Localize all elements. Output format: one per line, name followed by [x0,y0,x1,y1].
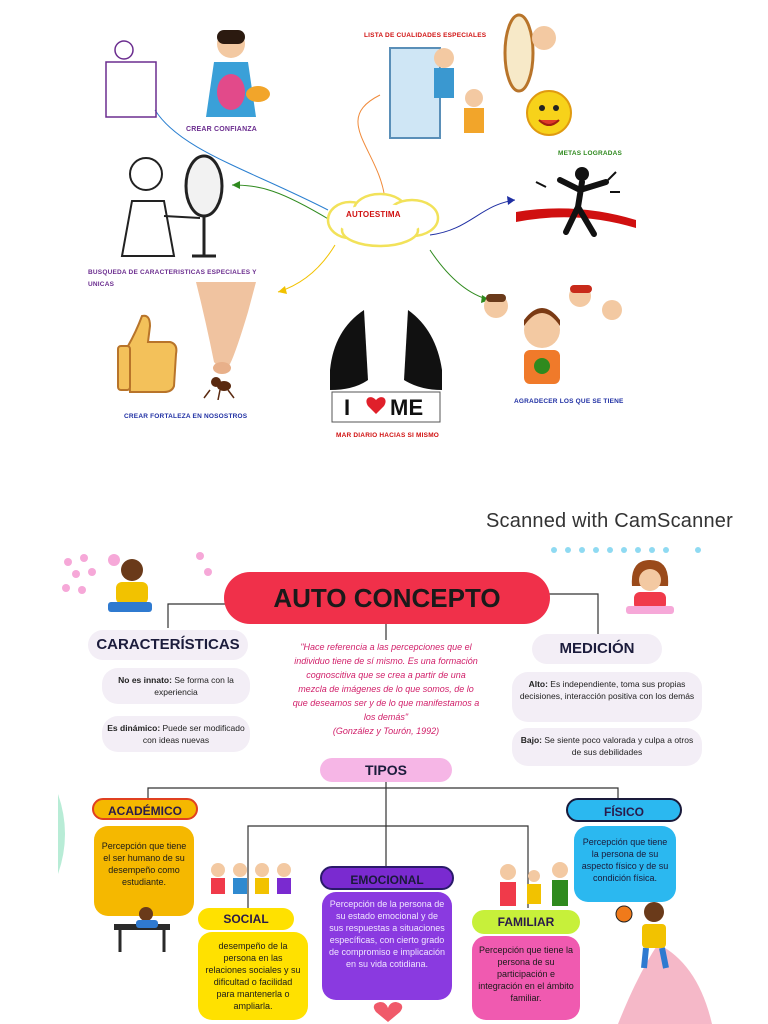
fisico-label: FÍSICO [566,798,682,822]
tipos-heading: TIPOS [320,758,452,782]
camscanner-watermark: Scanned with CamScanner [486,510,733,532]
caracteristicas-heading: CARACTERÍSTICAS [88,630,248,660]
heart-hands-icon [373,1002,403,1022]
thumbs-up-icon [117,314,178,393]
dinamico-term: Es dinámico: [107,723,161,733]
autoestima-cloud [326,192,440,248]
connector-crear-confianza [154,109,329,211]
man-mirror-icon [120,154,224,258]
man-mirror-illustration [112,146,232,264]
agradecer-label: AGRADECER LOS QUE SE TIENE [514,398,624,405]
mind-map-connectors [154,94,516,303]
grateful-children-illustration [480,280,640,392]
social-label: SOCIAL [198,908,294,930]
i-love-me-me: ME [390,395,424,420]
family-icon [500,862,568,906]
concept-map-connectors [147,593,619,908]
emocional-box: Percepción de la persona de su estado em… [322,892,452,1000]
i-love-me-i: I [344,395,351,420]
grateful-children-icon [484,285,622,384]
arrowhead-busqueda [232,181,240,189]
social-box: desempeño de la persona en las relacione… [198,932,308,1020]
medicion-bajo: Bajo: Se siente poco valorada y culpa a … [512,728,702,766]
children-mirror-illustration [384,8,584,146]
connector-lista-cualidades [357,94,386,201]
reading-boy-icon [108,554,152,612]
caracteristicas-item-dinamico: Es dinámico: Puede ser modificado con id… [102,716,250,752]
runner-finish-line-icon [516,167,636,237]
finger-ant-illustration [196,282,268,400]
quote-text: "Hace referencia a las percepciones que … [292,642,480,722]
caracteristicas-item-innato: No es innato: Se forma con la experienci… [102,668,250,704]
innato-description: Se forma con la experiencia [154,675,234,697]
reading-girl-illustration [622,556,678,618]
emocional-label: EMOCIONAL [320,866,454,890]
familiar-box: Percepción que tiene la persona de su pa… [472,936,580,1020]
fisico-box: Percepción que tiene la persona de su as… [574,826,676,902]
connector-metas [429,199,516,236]
autoestima-mind-map: AUTOESTIMA CREAR CONFIANZA LISTA [0,0,768,470]
innato-term: No es innato: [118,675,172,685]
medicion-heading: MEDICIÓN [532,634,662,664]
i-love-me-icon [325,270,445,430]
soccer-boy-icon [615,902,669,969]
runner-finish-line-illustration [516,162,636,252]
arrowhead-agradecer [481,295,490,303]
family-illustration [496,862,574,908]
autoconcepto-concept-map: AUTO CONCEPTO CARACTERÍSTICAS No es inna… [58,544,712,1024]
crear-fortaleza-label: CREAR FORTALEZA EN NOSOSTROS [124,413,248,420]
gardening-woman-icon [105,30,270,118]
student-desk-icon [114,907,170,952]
heart-hands-illustration [358,1000,418,1024]
finger-ant-icon [196,282,256,400]
social-children-icon [211,863,291,894]
reading-boy-illustration [102,552,158,618]
gardening-woman-illustration [96,22,286,122]
lista-cualidades-label: LISTA DE CUALIDADES ESPECIALES [364,32,487,39]
academico-label: ACADÉMICO [92,798,198,820]
arrowhead-metas [507,196,515,205]
decorative-dots [58,547,712,1024]
dinamico-description: Puede ser modificado con ideas nuevas [142,723,245,745]
i-love-me-illustration [324,250,448,430]
academico-box: Percepción que tiene el ser humano de su… [94,826,194,916]
arrowhead-fortaleza [278,286,287,294]
connector-busqueda [231,184,331,221]
children-mirror-icon [389,13,572,139]
amar-label: MAR DIARIO HACIAS SI MISMO [336,432,440,439]
medicion-alto: Alto: Es independiente, toma sus propias… [512,672,702,722]
reading-girl-icon [626,560,674,614]
familiar-label: FAMILIAR [472,910,580,934]
crear-confianza-label: CREAR CONFIANZA [186,126,258,133]
social-children-illustration [208,860,298,900]
busqueda-label-line1: BUSQUEDA DE CARACTERISTICAS ESPECIALES Y [88,269,257,276]
autoestima-label: AUTOESTIMA [346,210,401,219]
bajo-description: Se siente poco valorada y culpa a otros … [542,735,694,757]
auto-concepto-title: AUTO CONCEPTO [224,572,550,624]
thumbs-up-illustration [116,312,180,394]
alto-term: Alto: [528,679,548,689]
definition-quote: "Hace referencia a las percepciones que … [292,640,480,738]
student-desk-illustration [112,906,172,952]
quote-citation: (González y Tourón, 1992) [332,726,440,736]
busqueda-label-line2: UNICAS [88,281,115,288]
bajo-term: Bajo: [520,735,543,745]
soccer-boy-illustration [614,900,686,970]
alto-description: Es independiente, toma sus propias decis… [519,679,695,701]
metas-logradas-label: METAS LOGRADAS [558,150,623,157]
